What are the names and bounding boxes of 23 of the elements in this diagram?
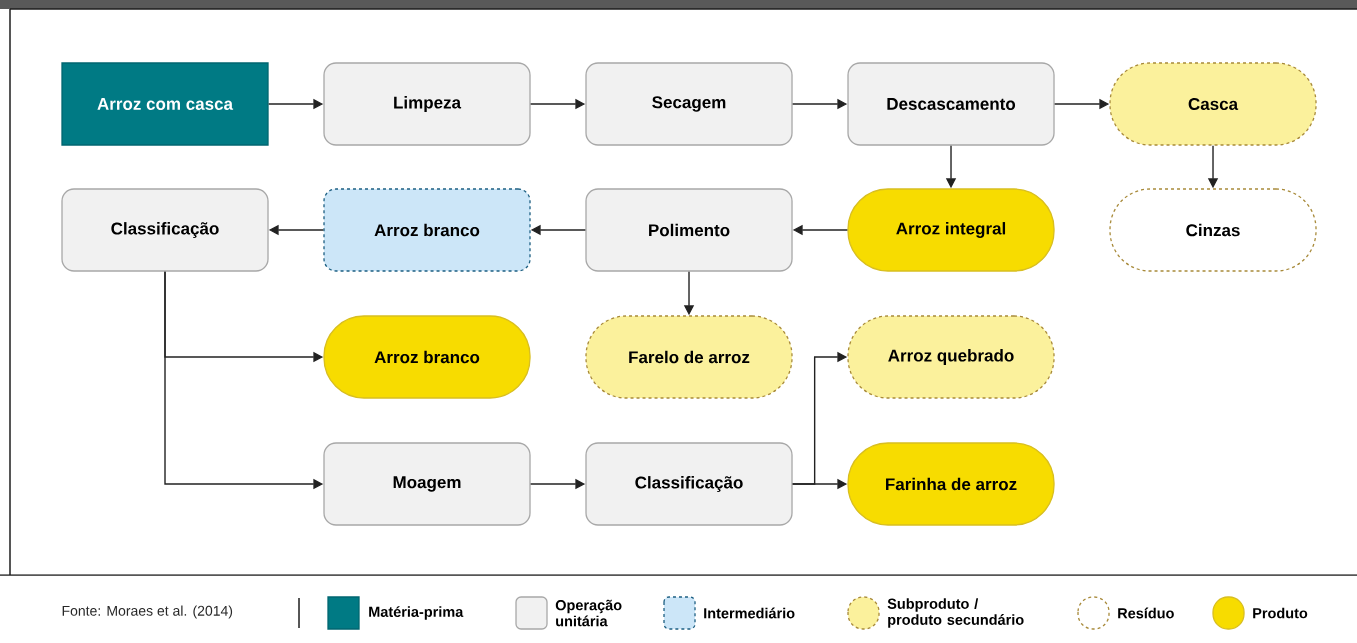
- process-box: Limpeza: [323, 62, 531, 146]
- legend-label: Subproduto / produto secundário: [887, 598, 1024, 628]
- product-pill: Farinha de arroz: [847, 442, 1055, 526]
- process-box: Moagem: [323, 442, 531, 526]
- raw-material-box: Arroz com casca: [61, 62, 269, 146]
- process-box: Classificação: [585, 442, 793, 526]
- process-box: Descascamento: [847, 62, 1055, 146]
- source-note: Fonte: Moraes et al. (2014): [62, 605, 233, 619]
- legend-label: Produto: [1253, 607, 1308, 619]
- process-box: Secagem: [585, 62, 793, 146]
- intermediate-box: Arroz branco: [323, 188, 531, 272]
- legend-label: Matéria-prima: [369, 606, 464, 620]
- product-pill: Arroz integral: [847, 188, 1055, 272]
- legend-label: Operação unitária: [555, 599, 622, 627]
- byproduct-pill: Farelo de arroz: [585, 315, 793, 399]
- legend-label: Resíduo: [1118, 607, 1174, 619]
- residue-pill: Cinzas: [1109, 188, 1317, 272]
- byproduct-pill: Casca: [1109, 62, 1317, 146]
- process-box: Polimento: [585, 188, 793, 272]
- product-pill: Arroz branco: [323, 315, 531, 399]
- legend-label: Intermediário: [704, 607, 795, 619]
- byproduct-pill: Arroz quebrado: [847, 315, 1055, 399]
- process-box: Classificação: [61, 188, 269, 272]
